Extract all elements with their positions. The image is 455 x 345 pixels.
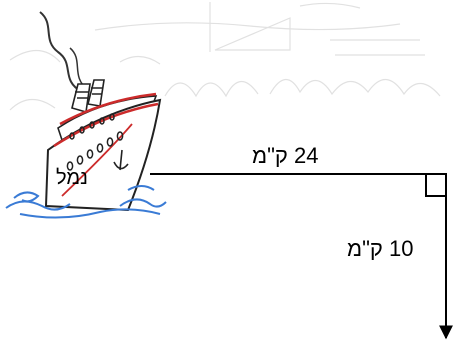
port-label: נמל	[56, 167, 88, 189]
east-leg-label: 24 ק"מ	[252, 143, 319, 168]
right-angle-marker	[425, 173, 447, 197]
math-formulas-backdrop	[9, 2, 441, 111]
south-leg-label: 10 ק"מ	[347, 236, 414, 261]
sea-waves-icon	[5, 185, 167, 219]
cruise-ship-icon	[39, 11, 162, 212]
